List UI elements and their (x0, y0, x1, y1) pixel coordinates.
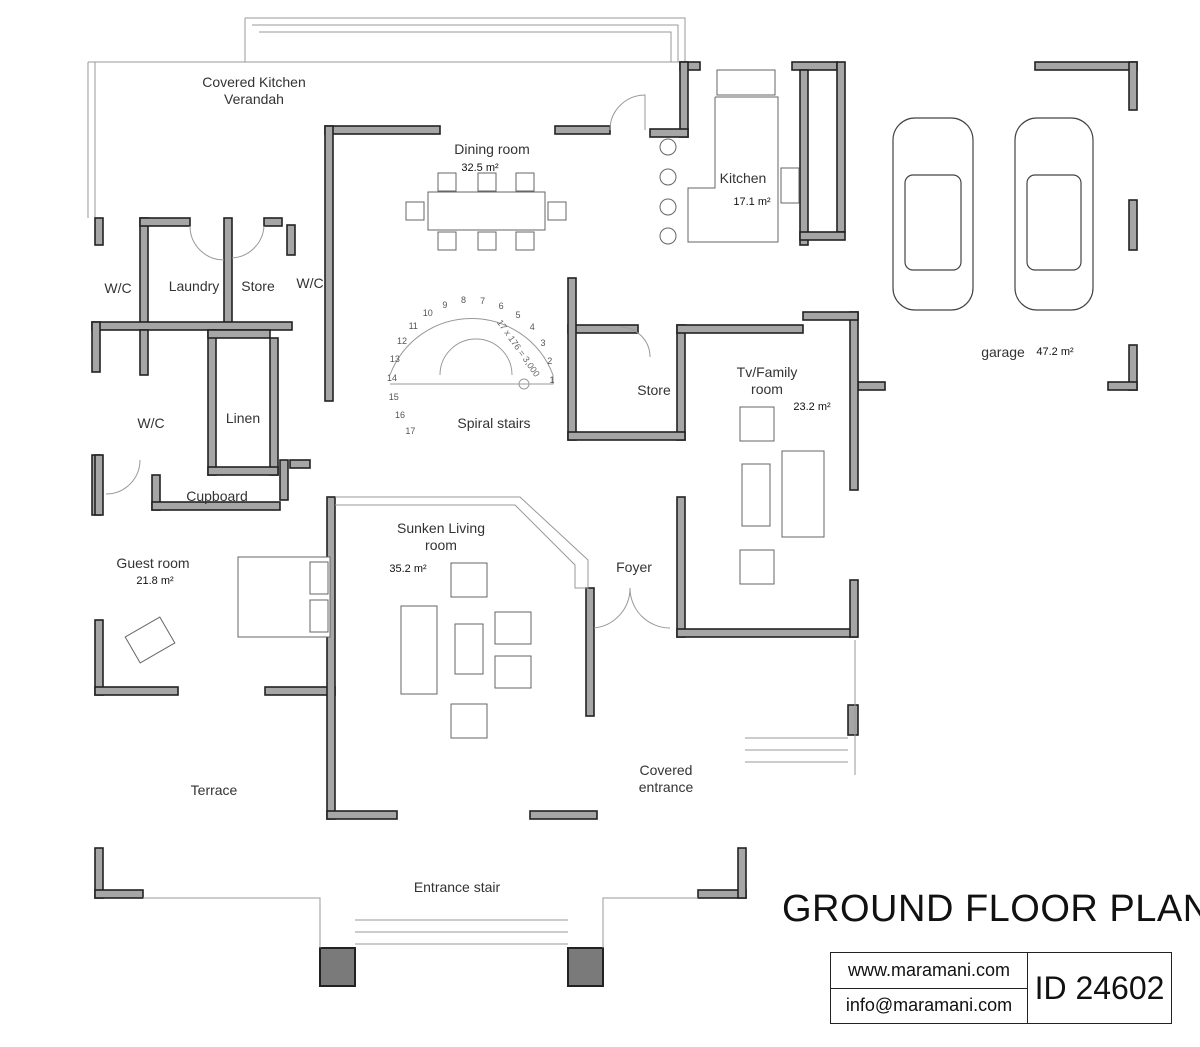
wc-left-label: W/C (104, 280, 132, 296)
stair-step-number: 1 (549, 375, 555, 385)
entrance-line1: Covered (639, 762, 693, 778)
store-mid-label: Store (637, 382, 671, 398)
tv-line1: Tv/Family (736, 364, 798, 380)
stair-step-number: 7 (480, 295, 486, 306)
tv-furniture (739, 406, 825, 585)
cupboard-label: Cupboard (186, 488, 248, 504)
terrace-label: Terrace (190, 782, 238, 798)
living-line2: room (425, 537, 457, 553)
stair-step-number: 13 (389, 353, 400, 364)
dining-table (405, 172, 567, 251)
entrance-stair-label: Entrance stair (413, 879, 501, 895)
stair-step-number: 3 (540, 338, 546, 349)
stairs-label: Spiral stairs (457, 415, 531, 431)
stair-step-number: 10 (422, 308, 433, 319)
kitchen-counter (659, 69, 800, 245)
stair-step-number: 2 (547, 356, 553, 367)
entrance-columns (143, 897, 698, 987)
plan-title: GROUND FLOOR PLAN (782, 888, 1200, 930)
wc-right-label: W/C (296, 275, 324, 291)
verandah-outline (87, 17, 686, 218)
kitchen-area: 17.1 m² (733, 196, 771, 208)
living-furniture (400, 562, 532, 739)
entrance-line2: entrance (638, 779, 694, 795)
tv-area: 23.2 m² (793, 401, 831, 413)
stair-step-number: 8 (461, 295, 467, 306)
garage-label: garage (981, 344, 1025, 360)
spiral-stairs (389, 317, 554, 390)
laundry-label: Laundry (168, 278, 220, 294)
plan-id: ID 24602 (1034, 969, 1165, 1006)
living-area: 35.2 m² (389, 563, 427, 575)
living-line1: Sunken Living (397, 520, 485, 536)
guest-bed (124, 556, 331, 664)
stair-step-number: 16 (395, 409, 406, 420)
linen-label: Linen (225, 410, 261, 426)
dining-area: 32.5 m² (461, 162, 499, 174)
side-steps (745, 640, 856, 775)
contact-box: www.maramani.com info@maramani.com ID 24… (830, 952, 1172, 1024)
garage-area: 47.2 m² (1036, 346, 1074, 358)
stair-step-number: 5 (515, 309, 521, 320)
stair-step-number: 15 (388, 391, 399, 402)
stair-step-number: 17 (405, 425, 416, 436)
stair-step-number: 12 (397, 336, 408, 347)
verandah-line1: Covered Kitchen (202, 74, 306, 90)
guest-area: 21.8 m² (136, 575, 174, 587)
stair-step-number: 9 (442, 299, 448, 310)
cars (892, 117, 1094, 311)
dining-label: Dining room (454, 141, 530, 157)
website-link[interactable]: www.maramani.com (831, 953, 1027, 989)
foyer-label: Foyer (616, 559, 652, 575)
kitchen-label: Kitchen (719, 170, 767, 186)
wc-lower-label: W/C (137, 415, 165, 431)
verandah-line2: Verandah (224, 91, 284, 107)
doors (105, 94, 671, 629)
stair-step-number: 11 (408, 320, 418, 331)
stair-step-number: 6 (498, 300, 504, 311)
stair-step-number: 4 (529, 322, 535, 333)
walls (91, 61, 1138, 899)
email-link[interactable]: info@maramani.com (845, 995, 1013, 1016)
stair-step-number: 14 (387, 372, 398, 383)
guest-label: Guest room (116, 555, 190, 571)
living-room-outline (335, 496, 589, 589)
tv-line2: room (751, 381, 783, 397)
store-top-label: Store (241, 278, 275, 294)
